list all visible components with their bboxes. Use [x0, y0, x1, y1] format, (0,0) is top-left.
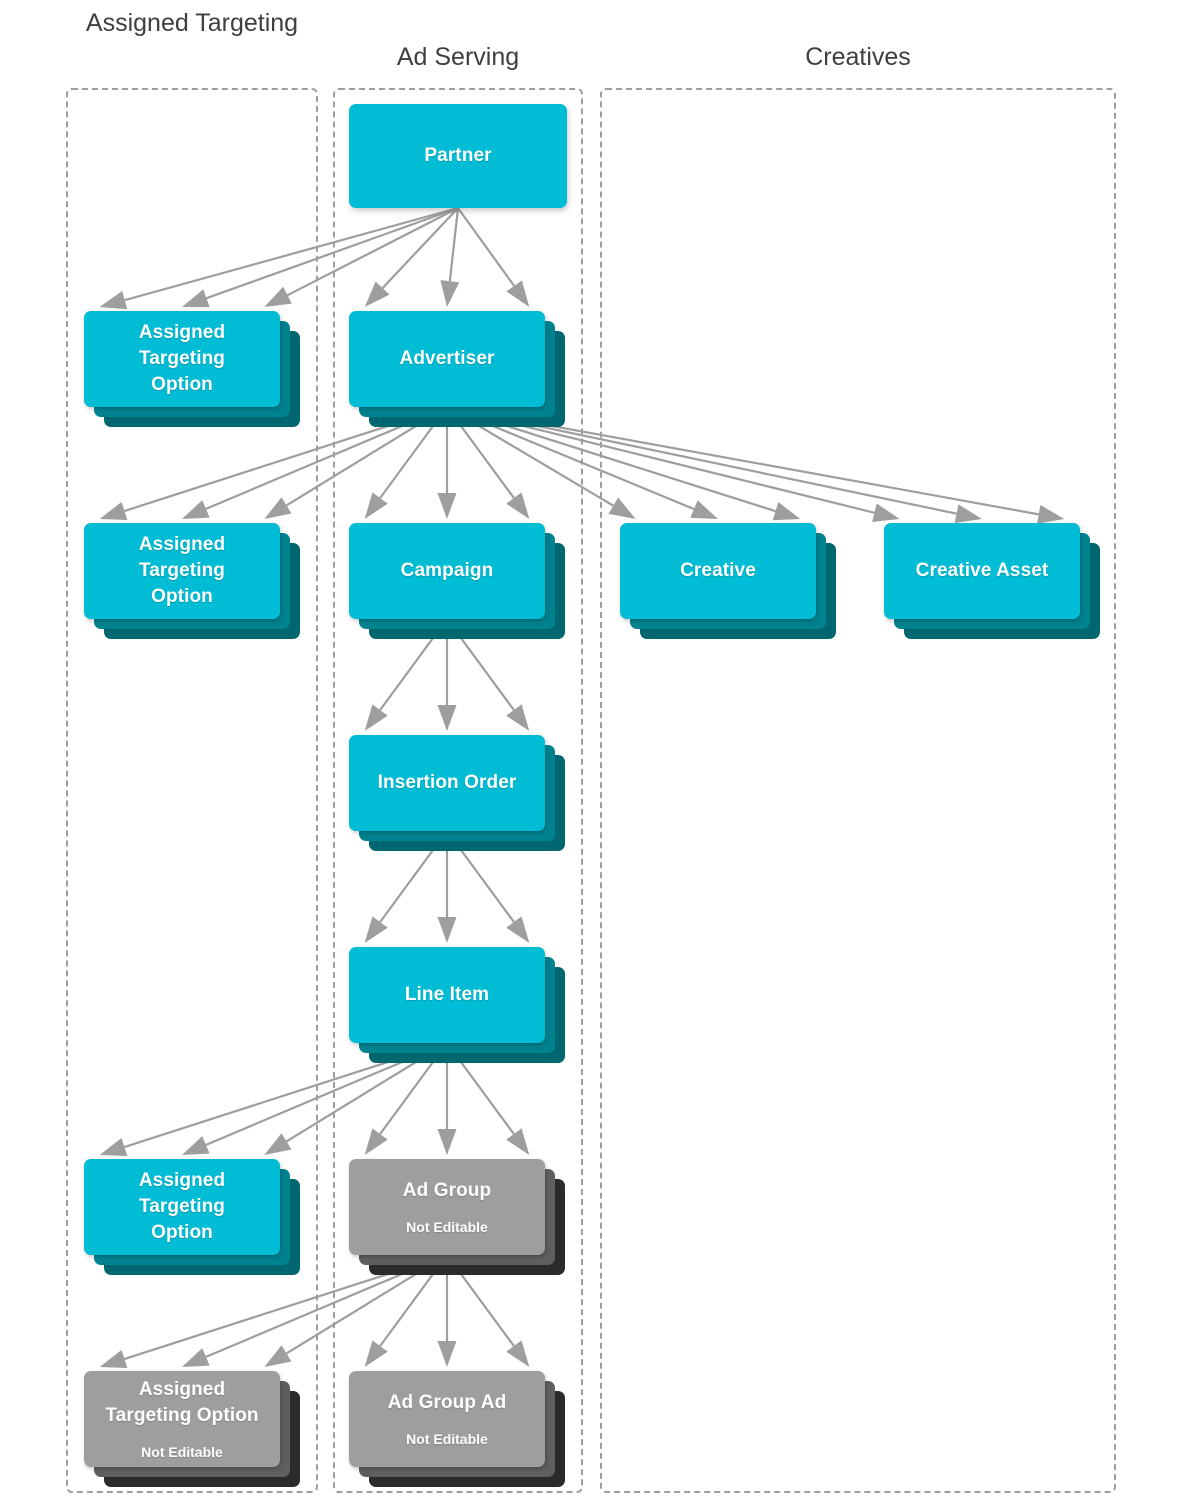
node-title: Creative — [680, 560, 756, 581]
node-title: Advertiser — [399, 348, 495, 369]
column-header-creatives: Creatives — [805, 43, 911, 71]
node-face: Ad Group Not Editable — [349, 1159, 545, 1255]
node-title: Line Item — [404, 984, 490, 1005]
node-title: Ad Group — [402, 1180, 492, 1201]
node-status-label: Not Editable — [406, 1219, 488, 1235]
node-ad-group-ad[interactable]: Ad Group Ad Not Editable — [349, 1371, 565, 1487]
node-creative[interactable]: Creative — [620, 523, 836, 639]
group-container-creatives — [600, 88, 1116, 1493]
node-creative-asset[interactable]: Creative Asset — [884, 523, 1100, 639]
node-face: Campaign — [349, 523, 545, 619]
node-partner[interactable]: Partner — [349, 104, 567, 208]
node-assigned-targeting-option-ad-group[interactable]: Assigned Targeting Option Not Editable — [84, 1371, 300, 1487]
node-title: Campaign — [400, 560, 494, 581]
column-header-ad-serving: Ad Serving — [396, 43, 520, 71]
node-face: Assigned Targeting Option — [84, 523, 280, 619]
node-face: Insertion Order — [349, 735, 545, 831]
node-ad-group[interactable]: Ad Group Not Editable — [349, 1159, 565, 1275]
node-face: Line Item — [349, 947, 545, 1043]
node-status-label: Not Editable — [406, 1431, 488, 1447]
node-face: Assigned Targeting Option — [84, 311, 280, 407]
column-header-assigned-targeting: Assigned Targeting — [85, 9, 299, 37]
node-partner-face: Partner — [349, 104, 567, 208]
node-assigned-targeting-option-advertiser[interactable]: Assigned Targeting Option — [84, 523, 300, 639]
node-face: Assigned Targeting Option Not Editable — [84, 1371, 280, 1467]
node-assigned-targeting-option-line-item[interactable]: Assigned Targeting Option — [84, 1159, 300, 1275]
node-title: Insertion Order — [377, 772, 517, 793]
node-partner-title: Partner — [424, 145, 492, 166]
group-container-assigned-targeting — [66, 88, 318, 1493]
node-advertiser[interactable]: Advertiser — [349, 311, 565, 427]
node-title: Ad Group Ad — [387, 1392, 507, 1413]
node-title: Assigned Targeting Option — [138, 534, 226, 607]
node-face: Creative Asset — [884, 523, 1080, 619]
node-title: Assigned Targeting Option — [105, 1379, 259, 1426]
node-insertion-order[interactable]: Insertion Order — [349, 735, 565, 851]
node-title: Creative Asset — [915, 560, 1049, 581]
node-title: Assigned Targeting Option — [138, 1170, 226, 1243]
node-campaign[interactable]: Campaign — [349, 523, 565, 639]
node-assigned-targeting-option-partner[interactable]: Assigned Targeting Option — [84, 311, 300, 427]
node-status-label: Not Editable — [141, 1444, 223, 1460]
node-face: Assigned Targeting Option — [84, 1159, 280, 1255]
node-face: Creative — [620, 523, 816, 619]
group-container-ad-serving — [333, 88, 583, 1493]
node-title: Assigned Targeting Option — [138, 322, 226, 395]
node-face: Ad Group Ad Not Editable — [349, 1371, 545, 1467]
node-face: Advertiser — [349, 311, 545, 407]
node-line-item[interactable]: Line Item — [349, 947, 565, 1063]
